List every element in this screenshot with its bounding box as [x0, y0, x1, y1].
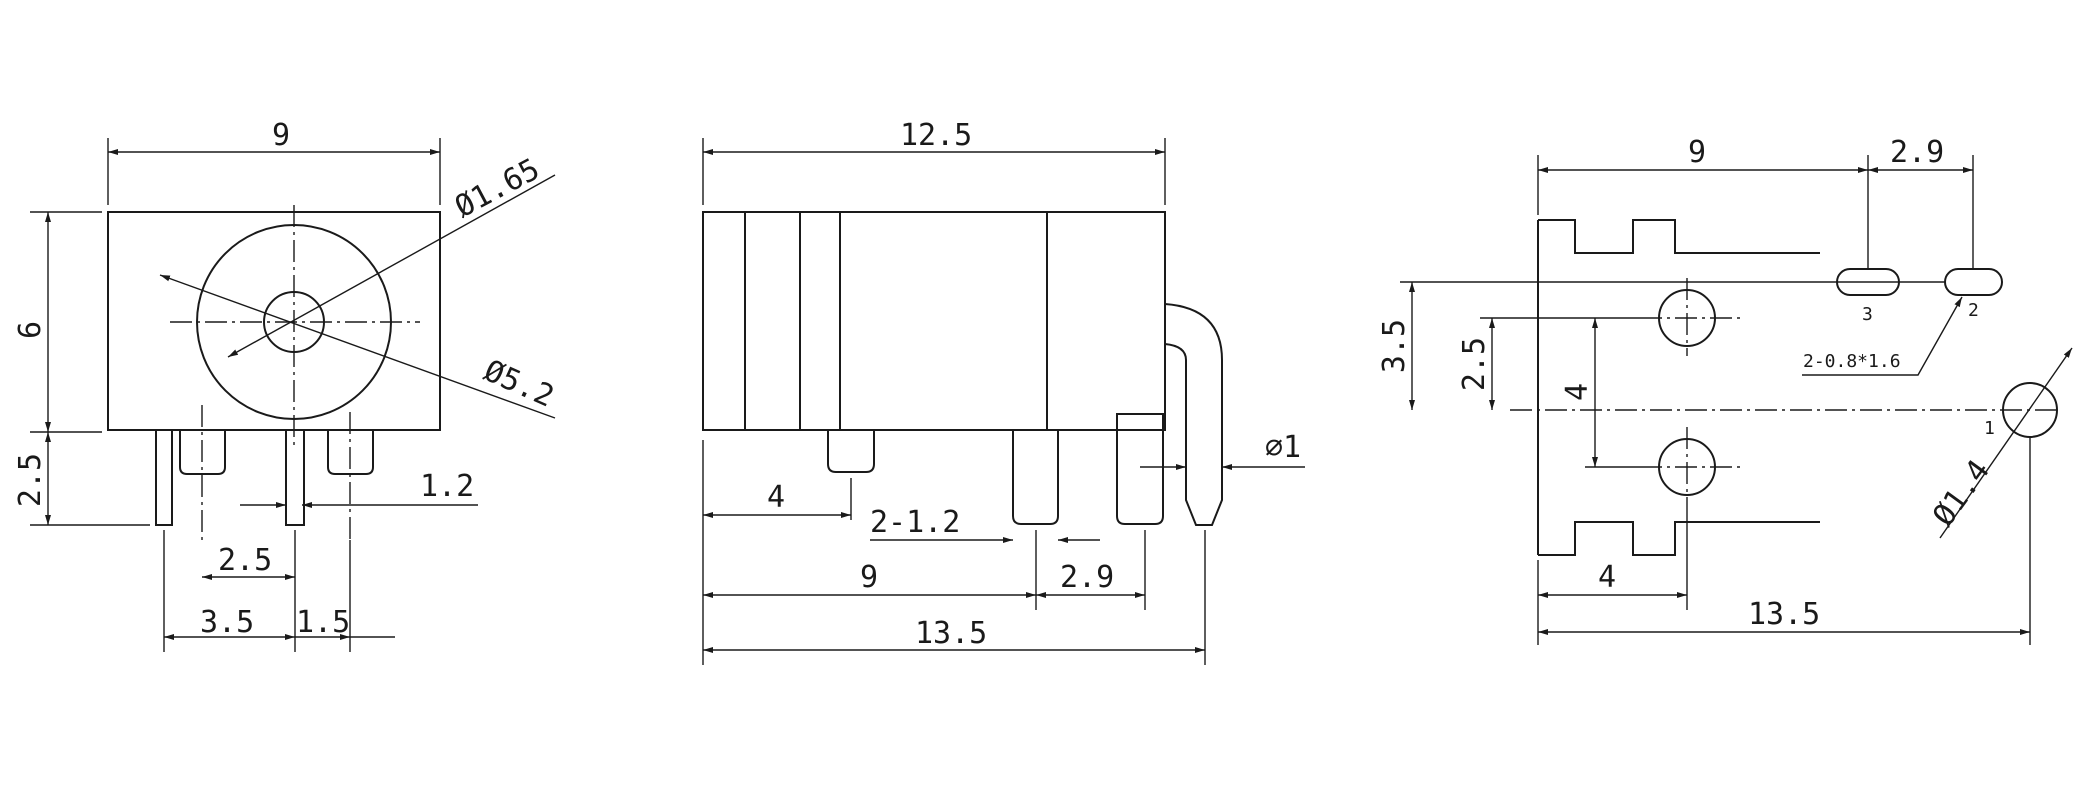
fp-label-width: 9: [1688, 135, 1706, 170]
side-label-pin-width: 2-1.2: [870, 505, 960, 540]
footprint-view: 9 2.9 3.5 2.5 4 2-0.8*1.6 Ø1.4 4 13.5 3 …: [1377, 135, 2073, 645]
fp-leader-slot: [1802, 296, 1963, 376]
fp-label-tab-offset: 4: [1598, 560, 1616, 595]
front-body-outline: [107, 211, 441, 431]
side-pin-b-shoulder: [1116, 413, 1164, 431]
fp-label-row-offset: 3.5: [1377, 319, 1412, 373]
fp-pad-label-2: 2: [1968, 300, 1979, 321]
fp-label-slot-spacing: 2.9: [1890, 135, 1944, 170]
side-view: 12.5 4 2-1.2 9 2.9 13.5 ⌀1: [702, 118, 1305, 665]
fp-label-round-hole: Ø1.4: [1926, 454, 1997, 533]
side-label-pin-position: 9: [860, 560, 878, 595]
fp-leader-round-hole: [1939, 347, 2073, 539]
front-view: 9 6 2.5 Ø1.65 Ø5.2 1.2 2.5 3.5 1.5: [13, 118, 559, 652]
front-label-hole-diameter: Ø1.65: [449, 152, 545, 225]
fp-label-slot-size: 2-0.8*1.6: [1803, 351, 1901, 372]
front-label-width: 9: [272, 118, 290, 153]
front-label-left-offset: 3.5: [200, 605, 254, 640]
front-label-pitch: 2.5: [218, 543, 272, 578]
side-pin-a: [1012, 430, 1059, 525]
side-label-overall: 13.5: [915, 616, 987, 651]
front-leader-body: [159, 274, 556, 419]
front-pin-center: [285, 429, 305, 526]
side-pin-b: [1116, 430, 1164, 525]
front-label-right-offset: 1.5: [296, 605, 350, 640]
front-label-pin-length: 2.5: [13, 453, 48, 507]
front-label-pin-width: 1.2: [420, 469, 474, 504]
fp-top-outline: [1538, 219, 1820, 254]
front-label-height: 6: [13, 321, 48, 339]
fp-bottom-outline: [1538, 521, 1820, 556]
front-tab-left: [179, 430, 226, 475]
front-leader-hole: [227, 174, 556, 358]
fp-label-hole-spacing: 4: [1560, 383, 1595, 401]
side-label-pin-spacing: 2.9: [1060, 560, 1114, 595]
side-body-outline: [702, 211, 1166, 431]
fp-pad-label-1: 1: [1984, 418, 1995, 439]
side-label-length: 12.5: [900, 118, 972, 153]
fp-label-overall: 13.5: [1748, 597, 1820, 632]
side-rear-pin: [1164, 303, 1223, 526]
fp-label-hole-offset: 2.5: [1457, 337, 1492, 391]
side-label-pin-diameter: ⌀1: [1265, 430, 1301, 465]
fp-slot-2: [1944, 268, 2003, 296]
front-pin-left: [155, 429, 173, 526]
side-tab-front: [827, 430, 875, 473]
side-label-tab-offset: 4: [767, 480, 785, 515]
fp-pad-label-3: 3: [1862, 304, 1873, 325]
